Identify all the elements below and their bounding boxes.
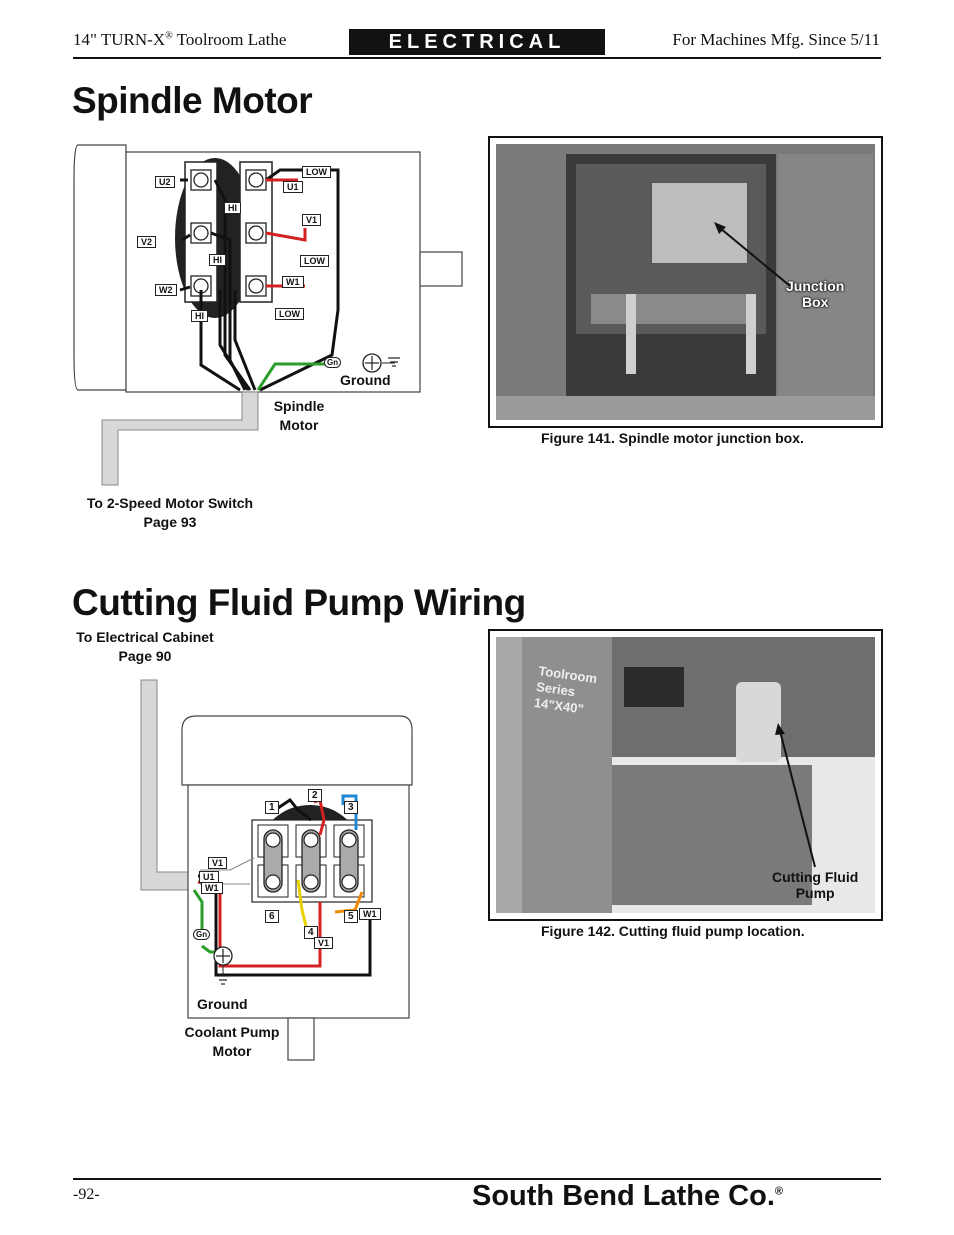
terminal-v1: V1 <box>302 214 322 226</box>
terminal-2: 2 <box>308 789 322 802</box>
figure-141-caption: Figure 141. Spindle motor junction box. <box>541 430 804 446</box>
spindle-wiring-diagram <box>73 144 463 486</box>
terminal-low-2: LOW <box>300 255 329 267</box>
header-title: 14" TURN-X® Toolroom Lathe <box>73 30 287 49</box>
header-note: For Machines Mfg. Since 5/11 <box>672 30 880 49</box>
terminal-5: 5 <box>344 910 358 923</box>
ground-label: Ground <box>340 372 391 388</box>
ground-label: Ground <box>197 996 248 1012</box>
terminal-w1: W1 <box>282 276 304 288</box>
terminal-w2: W2 <box>155 284 177 296</box>
section-label: ELECTRICAL <box>349 29 605 55</box>
page-number: -92- <box>73 1186 100 1203</box>
terminal-hi-1: HI <box>224 202 241 214</box>
terminal-v2: V2 <box>137 236 157 248</box>
header-rule <box>73 57 881 59</box>
terminal-1: 1 <box>265 801 279 814</box>
terminal-low-1: LOW <box>302 166 331 178</box>
terminal-u1: U1 <box>283 181 303 193</box>
terminal-gn: Gn <box>193 929 211 940</box>
brand-logo: South Bend Lathe Co.® <box>472 1180 783 1212</box>
terminal-v1-lower: V1 <box>314 937 334 949</box>
page-title-cutting-fluid-pump: Cutting Fluid Pump Wiring <box>72 582 526 623</box>
terminal-hi-3: HI <box>191 310 208 322</box>
terminal-w1-right: W1 <box>359 908 381 920</box>
figure-142-caption: Figure 142. Cutting fluid pump location. <box>541 923 805 939</box>
terminal-w1: W1 <box>201 882 223 894</box>
terminal-u2: U2 <box>155 176 175 188</box>
terminal-v1: V1 <box>208 857 228 869</box>
coolant-pump-wiring-diagram <box>140 679 413 1061</box>
terminal-6: 6 <box>265 910 279 923</box>
terminal-low-3: LOW <box>275 308 304 320</box>
footer-rule <box>73 1178 881 1180</box>
terminal-3: 3 <box>344 801 358 814</box>
callout-arrow <box>714 222 791 287</box>
terminal-gn: Gn <box>324 357 342 368</box>
page-title-spindle-motor: Spindle Motor <box>72 80 313 121</box>
terminal-4: 4 <box>304 926 318 939</box>
callout-arrow <box>775 723 816 868</box>
terminal-hi-2: HI <box>209 254 226 266</box>
